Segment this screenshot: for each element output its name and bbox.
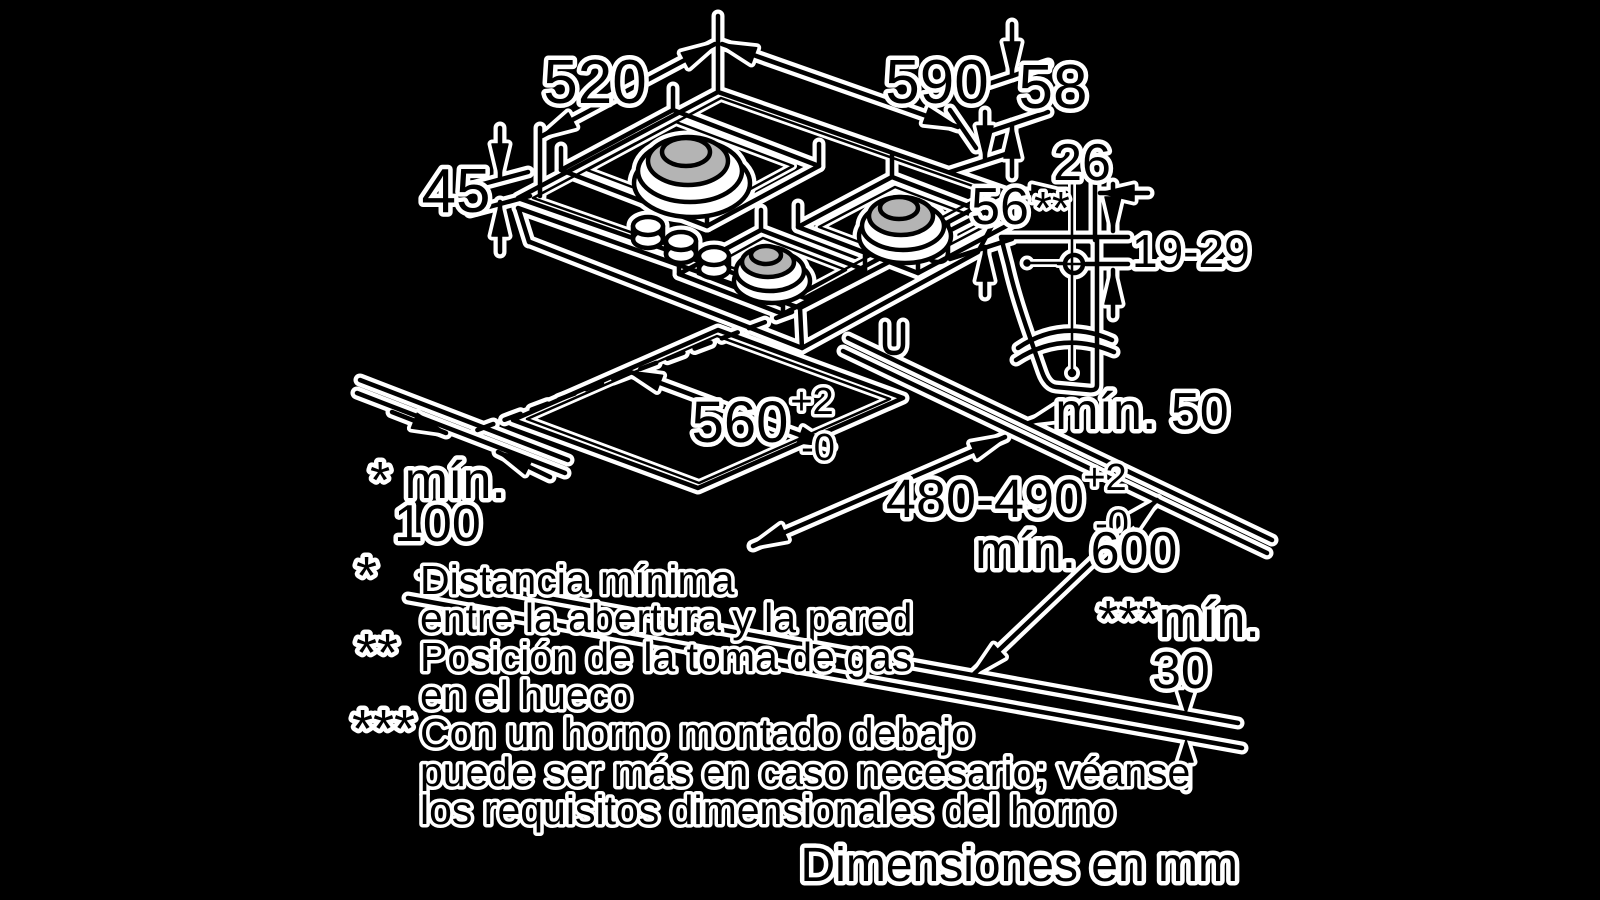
cutout-depth-tol-plus: +2 — [1083, 457, 1126, 499]
note-marker: ** — [356, 623, 398, 683]
dim-marker-built-in: ** — [1034, 182, 1070, 234]
cutout-width-tol-minus: -0 — [801, 427, 835, 469]
note-line: los requisitos dimensionales del horno — [420, 787, 1115, 833]
dim-label-cutout-depth: 480-490 — [886, 469, 1084, 529]
note-marker: *** — [352, 699, 415, 759]
dim-label-gas-offset: 26 — [1053, 134, 1111, 192]
note-line: Posición de la toma de gas — [420, 634, 912, 680]
label-min-worktop-depth: mín. 600 — [975, 522, 1177, 580]
dim-label-gas-depth-range: 19-29 — [1132, 225, 1250, 277]
dim-label-tub-height: 45 — [422, 157, 491, 226]
dim-label-cutout-width: 560 — [692, 390, 789, 455]
dim-label-width: 590 — [885, 48, 988, 117]
footer-units: Dimensiones en mm — [801, 839, 1238, 892]
note-line: puede ser más en caso necesario; véanse — [420, 749, 1190, 795]
cutout-depth-tol-minus: -0 — [1095, 503, 1129, 545]
dim-label-depth: 520 — [543, 48, 646, 117]
note-line: Distancia mínima — [420, 557, 735, 603]
note-line: Con un horno montado debajo — [420, 710, 974, 756]
label-min-wall: * mín. — [370, 452, 506, 510]
note-marker: * — [356, 546, 377, 606]
dim-label-edge-height: 58 — [1019, 53, 1088, 122]
footnotes: * Distancia mínima entre la abertura y l… — [348, 542, 1194, 837]
note-line: entre la abertura y la pared — [420, 595, 912, 641]
cutout-width-tol-plus: +2 — [790, 381, 833, 423]
label-min-front: ***mín. — [1098, 591, 1260, 649]
dim-label-built-in-height: 56 — [971, 178, 1029, 236]
note-line: en el hueco — [420, 672, 632, 718]
label-min-back-clearance: mín. 50 — [1055, 383, 1228, 441]
label-min-wall-value: 100 — [394, 495, 481, 553]
label-min-front-value: 30 — [1152, 642, 1210, 700]
